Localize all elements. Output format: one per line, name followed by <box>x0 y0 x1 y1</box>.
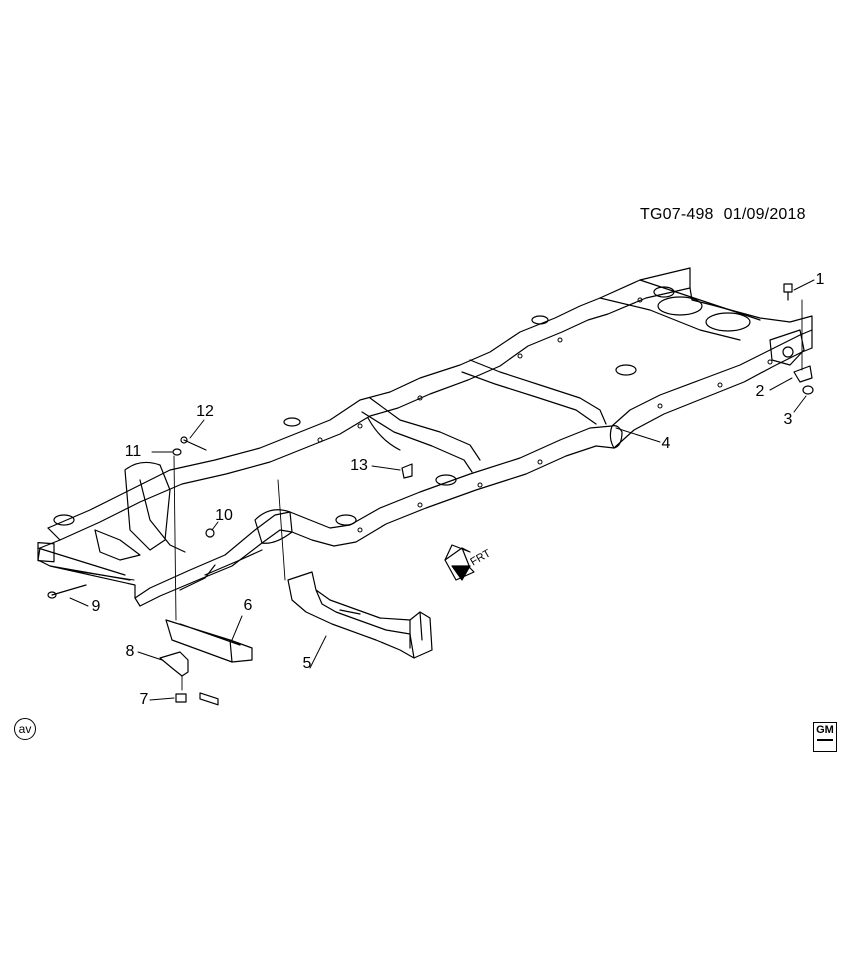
callout-8: 8 <box>125 643 135 660</box>
illustration-date: 01/09/2018 <box>723 206 806 223</box>
callout-1: 1 <box>815 271 825 288</box>
alignment-lines <box>68 300 802 690</box>
front-direction-arrow <box>445 545 474 580</box>
callout-10: 10 <box>215 507 233 524</box>
clip-13 <box>402 464 412 478</box>
rail-holes <box>318 298 772 532</box>
bolt-10 <box>206 529 214 537</box>
gm-logo-bar <box>817 739 833 741</box>
callout-13: 13 <box>350 457 368 474</box>
callout-3: 3 <box>783 411 793 428</box>
frame-far-rail <box>48 268 690 528</box>
callout-9: 9 <box>91 598 101 615</box>
callout-12: 12 <box>196 403 214 420</box>
crossmember-middle <box>362 398 480 472</box>
bolt-12 <box>181 437 206 450</box>
illustration-stamp: TG07-498 01/09/2018 <box>640 206 806 224</box>
fasteners <box>48 284 813 702</box>
gm-logo: GM <box>813 722 837 752</box>
callout-11: 11 <box>124 443 142 460</box>
bracket-8 <box>160 652 188 676</box>
callout-5: 5 <box>302 655 312 672</box>
leader-lines <box>70 280 814 700</box>
callout-6: 6 <box>243 597 253 614</box>
bracket-2 <box>794 366 812 382</box>
callout-2: 2 <box>755 383 765 400</box>
nut-3 <box>803 386 813 394</box>
illustration-id: TG07-498 <box>640 206 714 223</box>
callout-7: 7 <box>139 691 149 708</box>
crossmember-rear <box>462 360 606 424</box>
callout-4: 4 <box>661 435 671 452</box>
nut-11 <box>173 449 181 455</box>
frame-assembly <box>38 268 812 606</box>
bolt-9 <box>48 585 86 598</box>
front-crossmember-6 <box>166 620 252 662</box>
bolt-7 <box>176 694 186 702</box>
skid-plate-5 <box>288 572 432 658</box>
corner-badge: av <box>14 718 36 740</box>
gm-logo-text: GM <box>816 724 834 736</box>
frame-near-rail <box>135 330 812 598</box>
bolt-1 <box>784 284 792 300</box>
